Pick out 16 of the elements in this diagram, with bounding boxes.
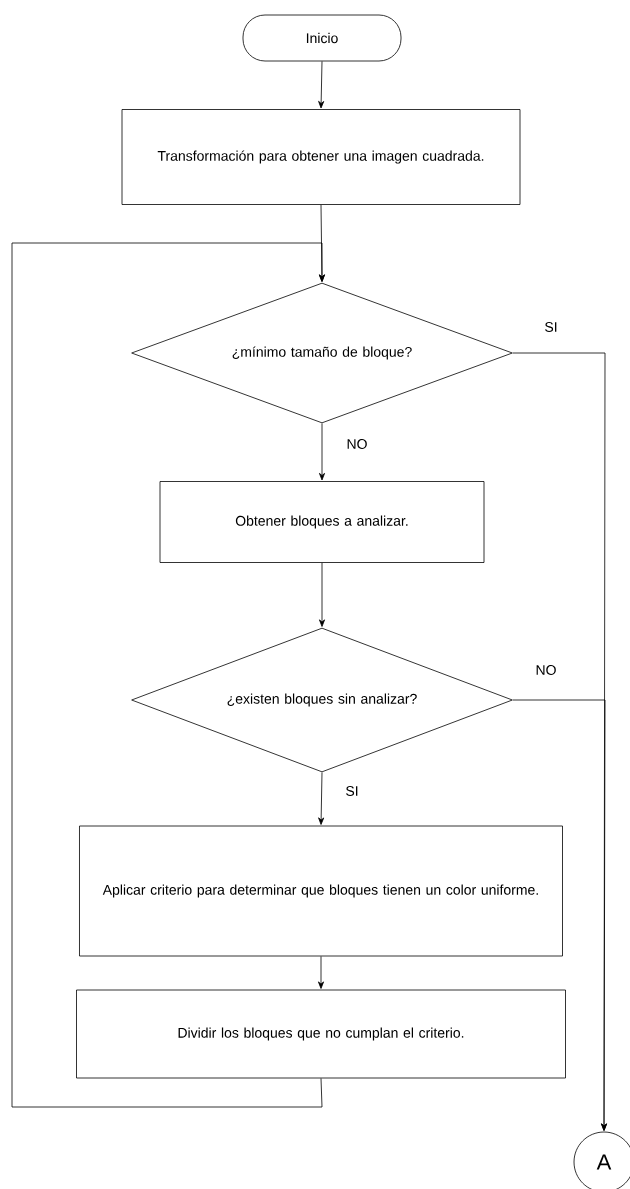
process-box: Aplicar criterio para determinar que bloques tienen un color uniforme. [79, 825, 563, 957]
arrow [512, 699, 607, 1131]
process-box: Dividir los bloques que no cumplan el criterio. [76, 989, 566, 1079]
edge-label: NO [345, 438, 369, 450]
edge-label: SI [543, 321, 559, 333]
arrow [318, 61, 325, 109]
start-terminal: Inicio [242, 14, 402, 62]
edge-label: SI [344, 785, 360, 797]
edge-label: NO [534, 664, 558, 676]
arrow [11, 242, 325, 1108]
process-box: Transformación para obtener una imagen cuadrada. [121, 109, 521, 205]
arrow [318, 956, 324, 989]
arrow [319, 562, 325, 627]
arrow [318, 772, 325, 825]
arrow [319, 423, 325, 481]
process-box: Obtener bloques a analizar. [159, 481, 485, 563]
